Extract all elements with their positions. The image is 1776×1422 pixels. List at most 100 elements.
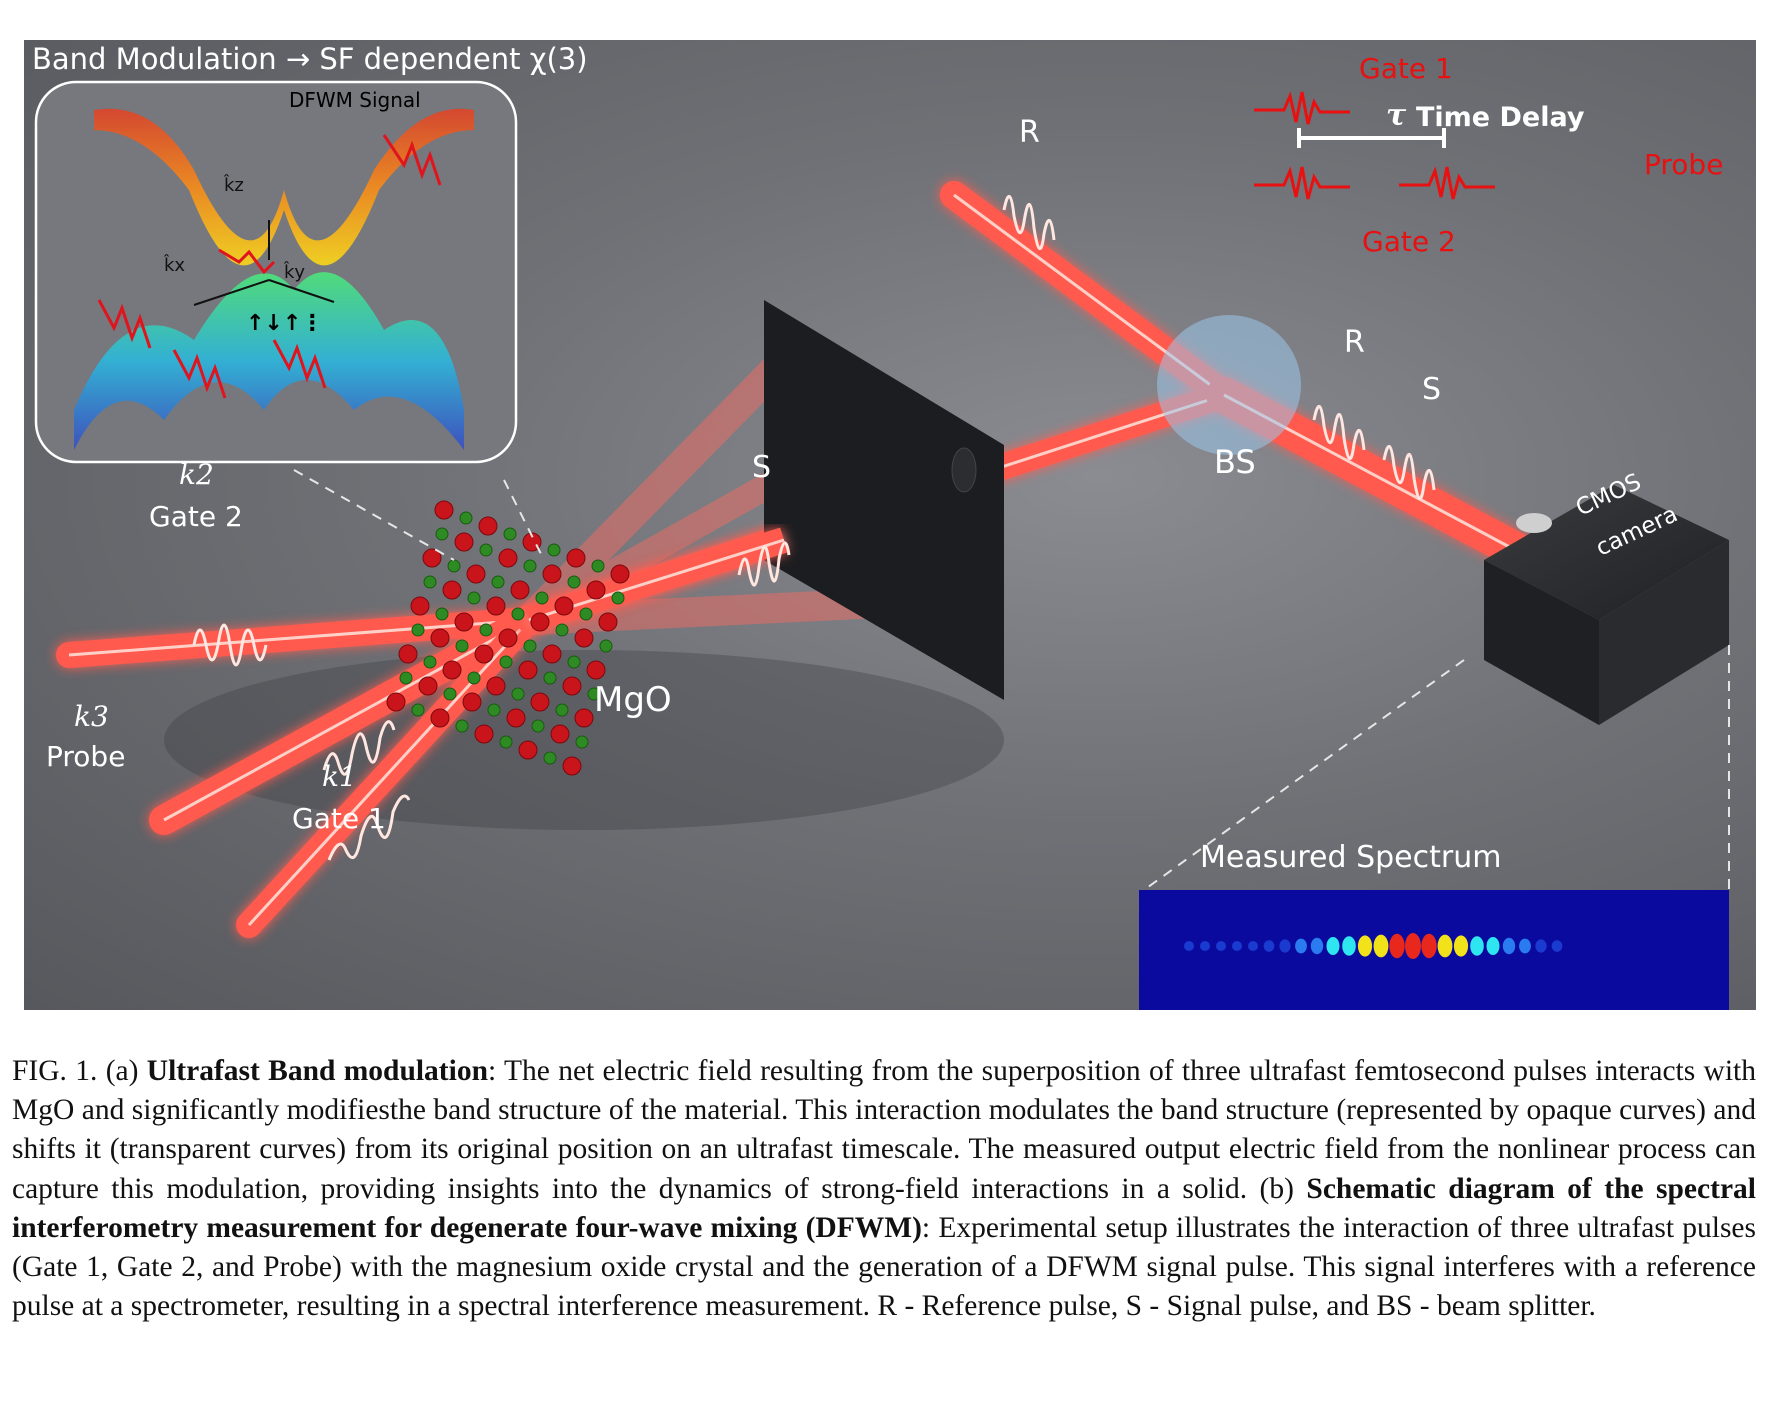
oxygen-atom: [610, 564, 630, 584]
magnesium-atom: [555, 703, 569, 717]
input-beams: [56, 605, 544, 938]
oxygen-atom: [530, 612, 550, 632]
timing-probe-label: Probe: [1644, 148, 1724, 181]
oxygen-atom: [518, 660, 538, 680]
band-structure: ↑↓↑⋮: [74, 108, 474, 450]
spectrum-fringe: [1551, 940, 1563, 952]
spectrum-fringe: [1405, 933, 1421, 959]
spectrum-fringes: [1184, 933, 1563, 959]
oxygen-atom: [454, 612, 474, 632]
signal-beam: [516, 181, 1552, 633]
magnesium-atom: [535, 591, 549, 605]
figure-caption: FIG. 1. (a) Ultrafast Band modulation: T…: [12, 1052, 1756, 1326]
magnesium-atom: [447, 559, 461, 573]
signal-label-s2: S: [1422, 372, 1442, 407]
oxygen-atom: [486, 676, 506, 696]
spectrum-fringe: [1326, 937, 1340, 955]
magnesium-atom: [591, 559, 605, 573]
magnesium-atom: [491, 575, 505, 589]
magnesium-atom: [511, 687, 525, 701]
spectrum-fringe: [1342, 936, 1356, 956]
magnesium-atom: [543, 671, 557, 685]
caption-title-b: Schematic diagram of the spectral interf…: [12, 1172, 1756, 1244]
magnesium-atom: [547, 543, 561, 557]
oxygen-atom: [498, 628, 518, 648]
input-pulses: [192, 623, 411, 861]
magnesium-atom: [487, 703, 501, 717]
magnesium-atom: [479, 543, 493, 557]
k2-vector-label: k2: [179, 458, 214, 491]
oxygen-atom: [562, 676, 582, 696]
spectrum-fringe: [1373, 934, 1389, 958]
gate1-label: Gate 1: [292, 802, 386, 835]
oxygen-atom: [454, 532, 474, 552]
oxygen-atom: [550, 724, 570, 744]
magnesium-atom: [531, 719, 545, 733]
magnesium-atom: [555, 623, 569, 637]
spectrum-fringe: [1248, 941, 1258, 951]
magnesium-atom: [499, 735, 513, 749]
magnesium-atom: [423, 575, 437, 589]
magnesium-atom: [467, 591, 481, 605]
magnesium-atom: [543, 751, 557, 765]
signal-label-s: S: [752, 450, 772, 485]
reference-label-r: R: [1344, 325, 1365, 360]
oxygen-atom: [486, 596, 506, 616]
timing-gate1-label: Gate 1: [1359, 52, 1453, 85]
spectrum-title: Measured Spectrum: [1200, 840, 1502, 875]
oxygen-atom: [418, 676, 438, 696]
spectrum-fringe: [1486, 937, 1500, 955]
oxygen-atom: [442, 580, 462, 600]
oxygen-atom: [542, 644, 562, 664]
mgo-label: MgO: [594, 680, 672, 720]
spectrum-fringe: [1232, 941, 1242, 951]
magnesium-atom: [479, 623, 493, 637]
magnesium-atom: [575, 735, 589, 749]
k3-vector-label: k3: [74, 700, 109, 733]
caption-title-a: Ultrafast Band modulation: [146, 1055, 488, 1087]
caption-fig-label: FIG. 1. (a): [12, 1055, 147, 1087]
ky-axis-label: k̂y: [284, 262, 306, 283]
oxygen-atom: [466, 564, 486, 584]
callout-lines: [293, 469, 1730, 891]
oxygen-atom: [398, 644, 418, 664]
oxygen-atom: [474, 644, 494, 664]
magnesium-atom: [411, 703, 425, 717]
oxygen-atom: [598, 612, 618, 632]
mgo-crystal: [386, 500, 630, 776]
spectrum-fringe: [1216, 941, 1226, 951]
oxygen-atom: [434, 500, 454, 520]
spectrum-fringe: [1310, 937, 1324, 955]
time-delay-bar: [1297, 128, 1446, 148]
oxygen-atom: [586, 580, 606, 600]
spectrum-fringe: [1421, 933, 1437, 959]
spectrum-fringe: [1295, 938, 1307, 954]
figure-panel: ↑↓↑⋮ Band Modulation → SF dependent χ(3)…: [24, 40, 1756, 1010]
magnesium-atom: [523, 639, 537, 653]
aperture-hole: [951, 447, 977, 493]
tau-symbol: τ: [1386, 98, 1407, 133]
oxygen-atom: [410, 596, 430, 616]
beam-splitter: [1157, 315, 1301, 455]
caption-text-a: : The net electric field resulting from …: [12, 1055, 1757, 1205]
cmos-camera: [1484, 485, 1729, 725]
time-delay-label: Time Delay: [1416, 102, 1585, 133]
spectrum-fringe: [1357, 935, 1373, 957]
probe-label: Probe: [46, 740, 126, 773]
spectrum-fringe: [1470, 936, 1484, 956]
magnesium-atom: [399, 671, 413, 685]
oxygen-atom: [586, 660, 606, 680]
kx-axis-label: k̂x: [164, 255, 186, 276]
caption-text-b: : Experimental setup illustrates the int…: [12, 1211, 1756, 1323]
oxygen-atom: [430, 628, 450, 648]
magnesium-atom: [435, 607, 449, 621]
magnesium-atom: [567, 575, 581, 589]
inset-title: Band Modulation → SF dependent χ(3): [32, 42, 588, 76]
oxygen-atom: [474, 724, 494, 744]
aperture-screen: [764, 300, 1004, 700]
magnesium-atom: [435, 527, 449, 541]
spectrum-fringe: [1519, 938, 1531, 954]
magnesium-atom: [423, 655, 437, 669]
kz-axis-label: k̂z: [224, 175, 244, 196]
oxygen-atom: [386, 692, 406, 712]
